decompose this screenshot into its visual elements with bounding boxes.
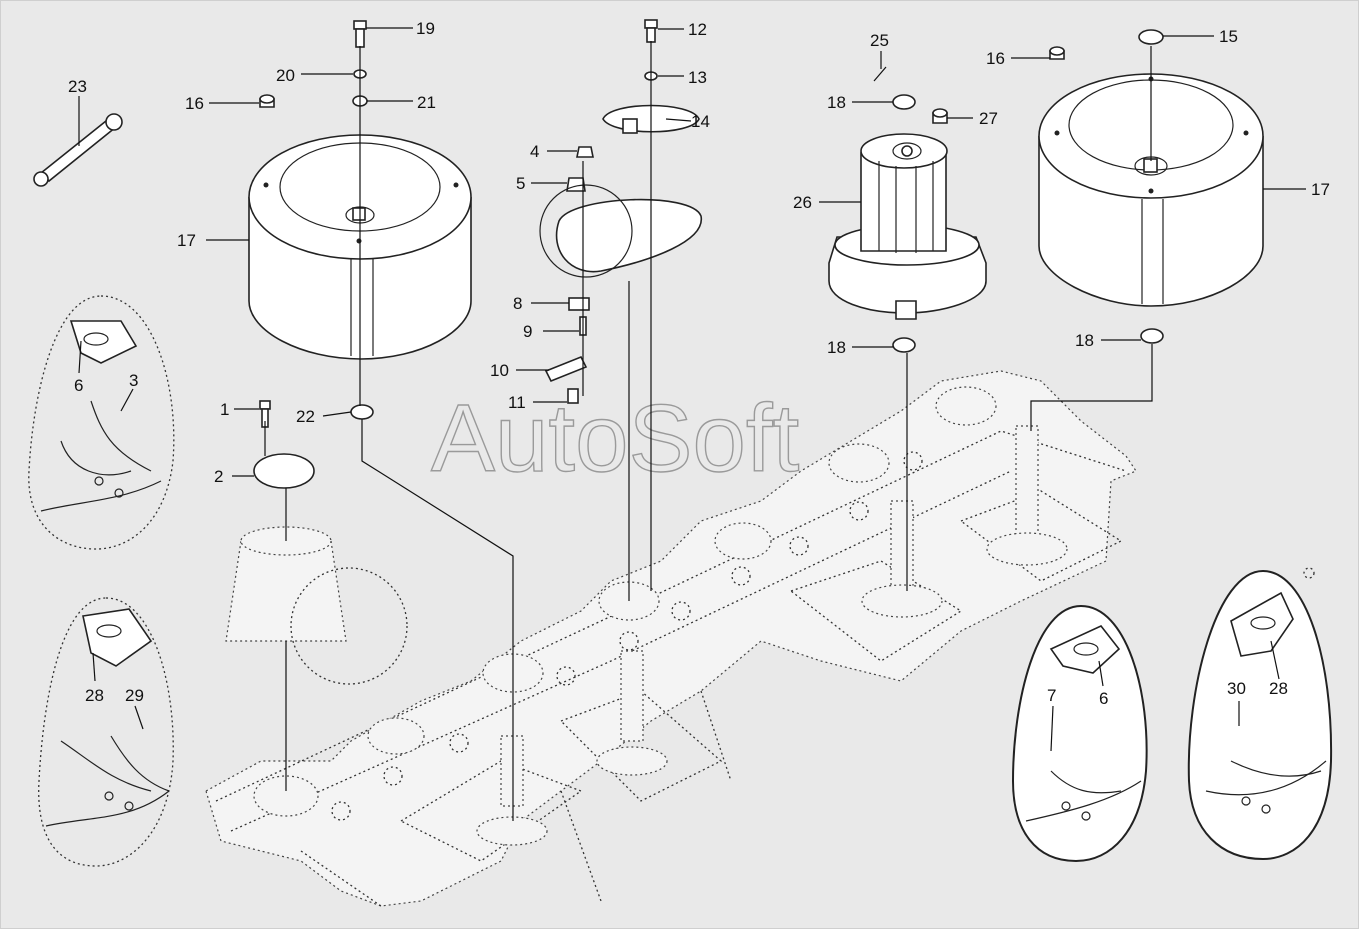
small-parts (33, 19, 1164, 489)
callout-6-left: 6 (74, 376, 83, 395)
callout-25: 25 (870, 31, 889, 50)
inset-knife-29 (38, 597, 174, 867)
cutter-bar (205, 370, 1315, 907)
callout-2: 2 (214, 467, 223, 486)
inset-knife-30 (1187, 569, 1333, 861)
callout-30: 30 (1227, 679, 1246, 698)
gear-hub (828, 133, 987, 320)
callout-12: 12 (688, 20, 707, 39)
callout-1: 1 (220, 400, 229, 419)
callout-22: 22 (296, 407, 315, 426)
callout-16-right: 16 (986, 49, 1005, 68)
callout-17-left: 17 (177, 231, 196, 250)
watermark: AutoSoft (431, 385, 799, 492)
callout-4: 4 (530, 142, 539, 161)
assembly-lines (264, 41, 1153, 821)
leader-lines (78, 27, 1306, 752)
callout-7: 7 (1047, 686, 1056, 705)
inset-knife-7 (1011, 604, 1148, 863)
callout-17-right: 17 (1311, 180, 1330, 199)
callout-18-top: 18 (827, 93, 846, 112)
callout-5: 5 (516, 174, 525, 193)
callout-labels: 19 20 21 16 17 23 12 13 14 4 5 8 9 10 11… (68, 19, 1330, 708)
callout-16-left: 16 (185, 94, 204, 113)
callout-28-left: 28 (85, 686, 104, 705)
callout-14: 14 (691, 112, 710, 131)
callout-26: 26 (793, 193, 812, 212)
callout-15: 15 (1219, 27, 1238, 46)
callout-20: 20 (276, 66, 295, 85)
callout-28-right: 28 (1269, 679, 1288, 698)
callout-18-right: 18 (1075, 331, 1094, 350)
callout-3: 3 (129, 371, 138, 390)
callout-29: 29 (125, 686, 144, 705)
callout-18-middle: 18 (827, 338, 846, 357)
callout-27: 27 (979, 109, 998, 128)
callout-9: 9 (523, 322, 532, 341)
callout-21: 21 (417, 93, 436, 112)
inset-knife-3 (28, 295, 175, 550)
callout-10: 10 (490, 361, 509, 380)
callout-19: 19 (416, 19, 435, 38)
callout-6-right: 6 (1099, 689, 1108, 708)
callout-11: 11 (508, 393, 526, 412)
callout-13: 13 (688, 68, 707, 87)
callout-8: 8 (513, 294, 522, 313)
callout-23: 23 (68, 77, 87, 96)
